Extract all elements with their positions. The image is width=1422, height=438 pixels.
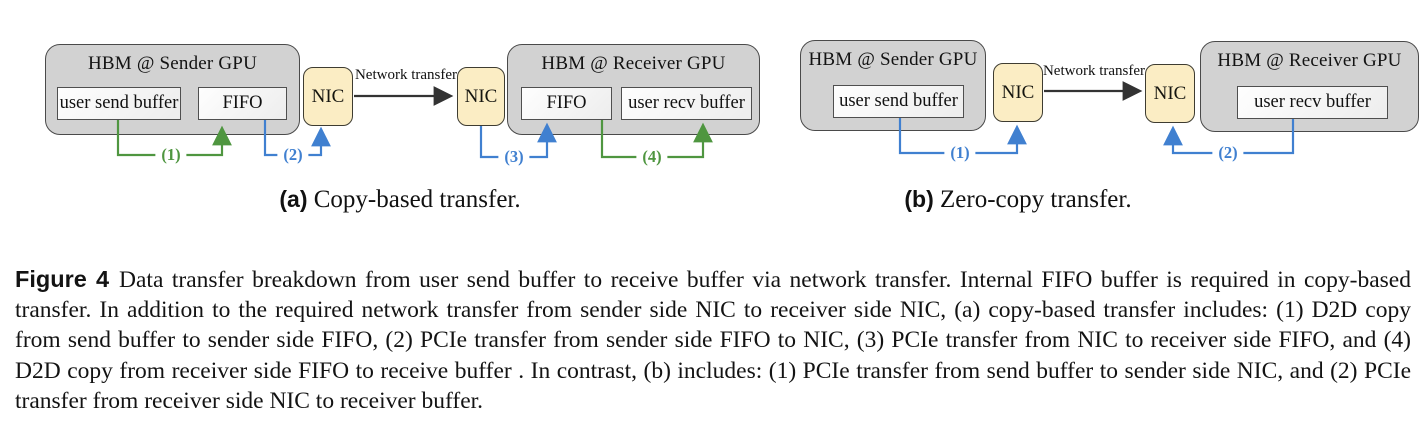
panel-b-step2-label: (2) [1212,143,1244,163]
figure-caption-text: Data transfer breakdown from user send b… [15,266,1411,415]
panel-a-receiver-nic: NIC [457,67,505,126]
panel-a-sender-fifo: FIFO [198,87,287,120]
panel-b-user-send-buffer: user send buffer [833,85,964,118]
panel-a-sender-fifo-label: FIFO [222,93,263,113]
panel-b-sub-caption-text: Zero-copy transfer. [940,186,1132,213]
panel-b-step1-label: (1) [944,143,976,163]
panel-b-sender-nic-label: NIC [1001,81,1035,103]
panel-a-receiver-nic-label: NIC [464,85,498,107]
panel-a-hbm-receiver-title: HBM @ Receiver GPU [541,53,726,74]
panel-a-sender-nic-label: NIC [311,85,345,107]
panel-a-user-send-buffer-label: user send buffer [59,93,179,113]
panel-a-step2-label: (2) [277,145,309,165]
panel-a-step3-label: (3) [498,147,530,167]
panel-a-sub-caption: (a) Copy-based transfer. [279,186,520,214]
panel-a-sub-caption-label: (a) [279,186,308,212]
panel-a-receiver-fifo-label: FIFO [546,93,587,113]
panel-b-network-transfer-label: Network transfer [1042,63,1146,79]
panel-a-receiver-fifo: FIFO [521,87,612,120]
figure-caption-number: Figure 4 [15,265,110,292]
panel-b-user-recv-buffer-label: user recv buffer [1254,92,1371,112]
panel-b-hbm-receiver-title: HBM @ Receiver GPU [1217,50,1402,71]
panel-b-sub-caption: (b) Zero-copy transfer. [904,186,1131,214]
panel-a-sender-nic: NIC [303,67,353,126]
panel-b-hbm-sender-title: HBM @ Sender GPU [808,49,978,70]
panel-a-user-recv-buffer-label: user recv buffer [628,93,745,113]
panel-a-user-send-buffer: user send buffer [57,87,181,120]
panel-a-sub-caption-text: Copy-based transfer. [313,186,521,213]
panel-b-receiver-nic-label: NIC [1153,82,1187,104]
panel-a-step1-label: (1) [155,145,187,165]
panel-a-user-recv-buffer: user recv buffer [621,87,752,120]
panel-b-sender-nic: NIC [993,63,1043,122]
panel-a-step4-label: (4) [636,147,668,167]
panel-b-sub-caption-label: (b) [904,186,934,212]
panel-b-user-recv-buffer: user recv buffer [1237,86,1388,119]
panel-a-network-transfer-label: Network transfer [354,67,458,83]
panel-b-receiver-nic: NIC [1145,64,1195,123]
panel-a-hbm-sender-title: HBM @ Sender GPU [87,53,257,74]
panel-b-user-send-buffer-label: user send buffer [839,91,958,111]
